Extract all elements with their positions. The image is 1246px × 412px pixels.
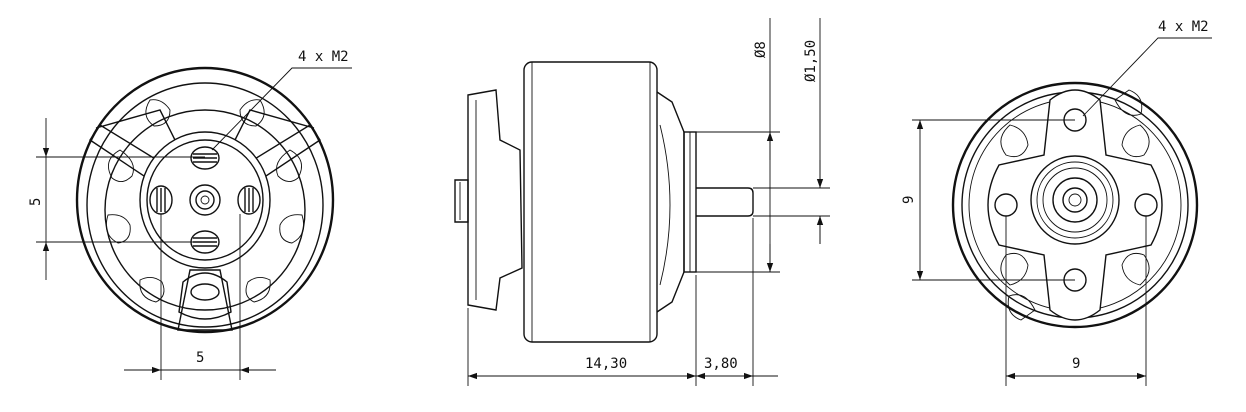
rear-horizontal-spacing: 9 [1072,356,1080,372]
rear-view: 4 x M2 9 9 [901,19,1212,386]
front-view: 4 x M2 5 5 [28,49,352,380]
side-view: Ø8 Ø1,50 14,30 3,80 [454,18,830,386]
front-vertical-spacing: 5 [28,198,44,206]
side-body-length: 14,30 [585,356,627,372]
rear-hole-callout: 4 x M2 [1158,19,1209,35]
rear-vertical-spacing: 9 [901,196,917,204]
front-horizontal-spacing: 5 [196,350,204,366]
side-diameter-8: Ø8 [753,41,769,58]
side-shaft-length: 3,80 [704,356,738,372]
front-hole-callout: 4 x M2 [298,49,349,65]
side-diameter-1-50: Ø1,50 [803,40,819,82]
